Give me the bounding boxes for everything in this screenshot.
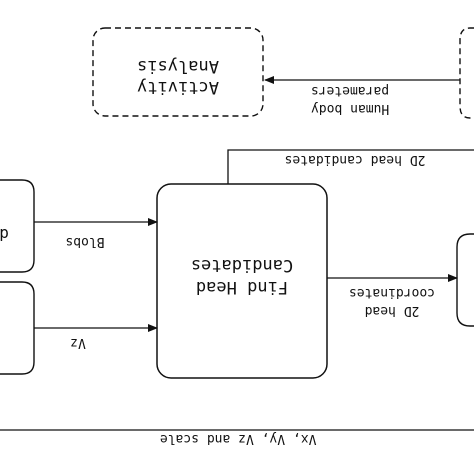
blobs-label: Blobs: [65, 234, 104, 249]
human-body-label-line2: parameters: [311, 83, 389, 98]
activity-analysis-box: [92, 27, 264, 117]
head-candidates-line: [227, 149, 474, 184]
left-box-top-label: d: [0, 225, 9, 244]
activity-analysis-label-line2: Analysis: [137, 56, 219, 76]
right-box-partial: [456, 233, 474, 327]
human-body-label-line1: Human body: [311, 101, 389, 116]
find-head-label-line1: Find Head: [196, 277, 288, 297]
head-candidates-label: 2D head candidates: [285, 152, 426, 167]
head-coords-label-line1: 2D head: [365, 303, 420, 318]
bottom-label: Vx, Vy, Vz and scale: [160, 431, 317, 446]
head-coords-label-line2: coordinates: [349, 285, 435, 300]
vz-label: Vz: [70, 335, 86, 350]
right-dashed-box-partial: [459, 27, 474, 119]
left-box-bottom: [0, 281, 35, 375]
find-head-label-line2: Candidates: [191, 255, 293, 275]
left-box-top: [0, 179, 35, 273]
activity-analysis-label-line1: Activity: [137, 77, 219, 97]
find-head-box: [156, 183, 328, 379]
